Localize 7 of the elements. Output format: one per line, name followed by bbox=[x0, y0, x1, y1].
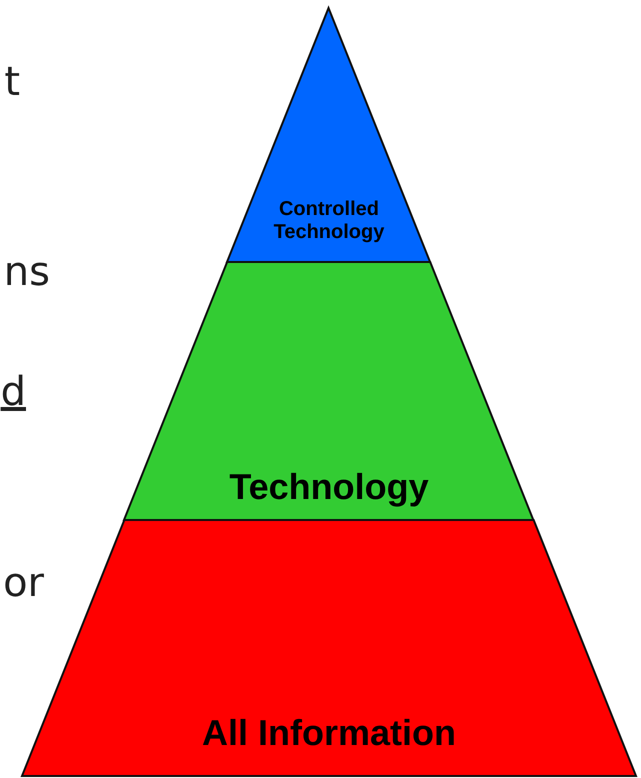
text-fragment: ns bbox=[4, 252, 50, 292]
tier-label: Controlled Technology bbox=[272, 198, 386, 244]
text-fragment: or bbox=[3, 563, 44, 603]
text-fragment: t bbox=[4, 62, 20, 102]
tier-label: All Information bbox=[201, 712, 457, 754]
text-fragment: d bbox=[0, 372, 26, 412]
tier-label: Technology bbox=[228, 466, 430, 508]
